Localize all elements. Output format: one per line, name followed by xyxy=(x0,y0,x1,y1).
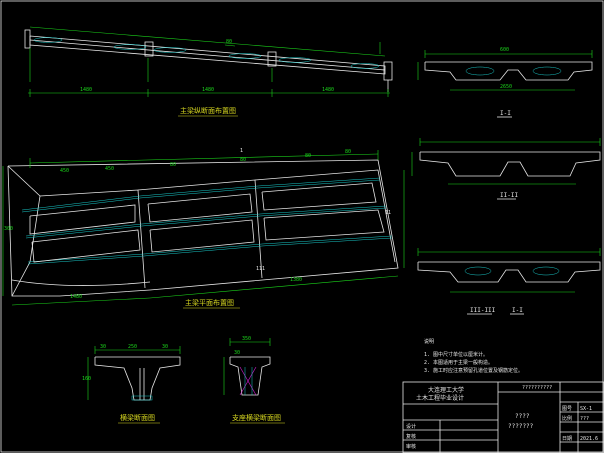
plan-mark-1: 1 xyxy=(240,148,243,154)
detail-a-dim-3: 30 xyxy=(162,344,168,350)
elevation-title: 主梁纵断面布置图 xyxy=(180,106,236,115)
plan-top-1: 450 xyxy=(60,168,69,174)
top-box-label: ?????????? xyxy=(522,385,552,391)
right-label-1: 图号 xyxy=(562,406,572,412)
detail-a-dim-1: 30 xyxy=(100,344,106,350)
section-1-label: I-I xyxy=(500,110,511,117)
title-block: 大连理工大学 土木工程毕业设计 ?????????? ???? ??????? … xyxy=(402,381,604,453)
row-label-1: 设计 xyxy=(406,423,416,430)
note-line-2: 2. 本图适用于主梁一般构造。 xyxy=(424,359,493,366)
right-label-3: 日期 xyxy=(562,436,572,442)
elev-dim-left: 1480 xyxy=(80,87,92,93)
plan-top-6: 80 xyxy=(345,149,351,155)
section-3-view: III-III I-I xyxy=(417,248,601,315)
plan-mark-2: 11 xyxy=(385,210,391,216)
plan-bottom-left: 1480 xyxy=(70,294,82,300)
elevation-view: 80 1480 1480 1480 主梁纵断面布置图 xyxy=(24,26,393,117)
elev-dim-mid: 1480 xyxy=(202,87,214,93)
sec1-top-dim: 600 xyxy=(500,47,509,53)
section-3-label: III-III xyxy=(470,307,496,314)
plan-view: 450 450 80 80 80 80 1480 1380 300 1 11 1… xyxy=(2,148,405,309)
detail-a-title: 横梁断面图 xyxy=(120,413,155,422)
notes-header: 说明 xyxy=(424,338,434,345)
detail-b-title: 支座横梁断面图 xyxy=(232,413,281,422)
note-line-1: 1. 图中尺寸单位以厘米计。 xyxy=(424,351,488,358)
sec1-bottom-dim: 2650 xyxy=(500,84,512,90)
drawing-name-2: ??????? xyxy=(508,423,534,430)
plan-side-dim: 300 xyxy=(4,226,13,232)
right-value-1: SX-1 xyxy=(580,406,592,412)
school-name: 大连理工大学 xyxy=(428,386,464,394)
right-label-2: 比例 xyxy=(562,415,572,422)
plan-top-5: 80 xyxy=(305,153,311,159)
elev-top-dim: 80 xyxy=(226,39,232,45)
section-4-label: I-I xyxy=(512,307,523,314)
right-value-3: 2021.6 xyxy=(580,436,598,442)
detail-a-dim-2: 250 xyxy=(128,344,137,350)
row-label-3: 审核 xyxy=(406,443,416,450)
drawing-name: ???? xyxy=(515,413,530,420)
section-2-view: II-II xyxy=(411,138,601,200)
plan-bottom-right: 1380 xyxy=(290,277,302,283)
plan-top-4: 80 xyxy=(240,157,246,163)
elev-dim-right: 1480 xyxy=(322,87,334,93)
detail-b-view: 350 30 支座横梁断面图 xyxy=(223,336,285,424)
project-name: 土木工程毕业设计 xyxy=(416,394,464,402)
plan-title: 主梁平面布置图 xyxy=(185,298,234,307)
detail-b-dim-1: 350 xyxy=(242,336,251,342)
right-value-2: ??? xyxy=(580,416,589,422)
row-label-2: 复核 xyxy=(406,433,416,440)
detail-a-view: 30 250 30 160 横梁断面图 xyxy=(82,344,181,424)
note-line-3: 3. 施工时应注意预留孔道位置及钢筋定位。 xyxy=(424,367,523,374)
plan-mark-3: 111 xyxy=(256,266,265,272)
detail-b-dim-2: 30 xyxy=(234,350,240,356)
plan-top-3: 80 xyxy=(170,162,176,168)
plan-top-2: 450 xyxy=(105,166,114,172)
detail-a-dim-4: 160 xyxy=(82,376,91,382)
notes-block: 说明 1. 图中尺寸单位以厘米计。 2. 本图适用于主梁一般构造。 3. 施工时… xyxy=(424,338,523,374)
section-1-view: 600 2650 I-I xyxy=(417,47,593,118)
section-2-label: II-II xyxy=(500,192,518,199)
